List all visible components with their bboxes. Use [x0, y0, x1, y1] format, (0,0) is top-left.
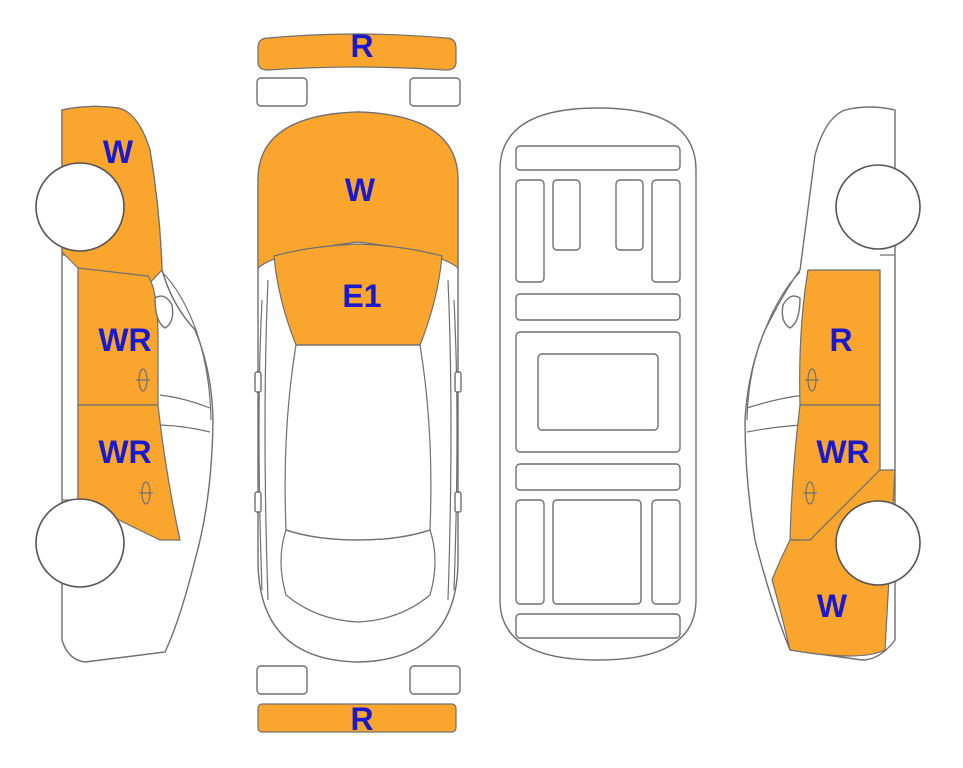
left-mirror: [154, 295, 174, 329]
rear-bumper-panel: [257, 703, 457, 733]
right-front-door-code: WR: [816, 434, 869, 470]
windshield-panel: [273, 243, 443, 346]
underbody-rear-crossmember: [515, 463, 681, 491]
hood-code: W: [345, 172, 376, 208]
underbody-engine-mount-right: [615, 179, 644, 251]
underbody-rear-rail-right: [651, 499, 681, 605]
left-rear-door-code: WR: [98, 434, 151, 470]
underbody-view: [499, 107, 697, 661]
right-front-wheel: [835, 500, 921, 586]
right-front-fender-code: W: [817, 588, 848, 624]
left-side-view: W WR WR: [35, 105, 214, 663]
windshield-code: E1: [342, 278, 381, 314]
left-side-beltline: [159, 394, 211, 433]
underbody-rear-rail-left: [515, 499, 545, 605]
rear-window-outline: [280, 529, 436, 623]
underbody-rear-panel: [515, 613, 681, 639]
right-mirror: [781, 295, 801, 329]
right-taillight: [409, 665, 461, 695]
underbody-front-rail-left: [515, 179, 545, 283]
front-bumper-panel: [257, 33, 457, 71]
rear-bumper-code: R: [350, 701, 373, 737]
right-rear-door-code: R: [829, 322, 852, 358]
underbody-floor-inner: [537, 353, 659, 431]
right-side-window-line: [746, 271, 801, 421]
underbody-front-rail-right: [651, 179, 681, 283]
left-front-door-code: WR: [98, 322, 151, 358]
left-headlight: [256, 77, 308, 107]
underbody-front-crossmember: [515, 145, 681, 171]
left-rear-wheel: [35, 498, 125, 588]
top-right-mirror: [454, 371, 462, 393]
front-bumper-code: R: [350, 28, 373, 64]
left-front-fender-code: W: [103, 134, 134, 170]
top-left-handle: [254, 491, 262, 513]
right-headlight: [409, 77, 461, 107]
underbody-rear-center: [552, 499, 642, 605]
left-side-window-line: [161, 271, 212, 421]
right-rear-wheel: [835, 164, 921, 250]
right-side-view: R WR W: [744, 106, 921, 661]
underbody-center-crossmember: [515, 293, 681, 321]
top-left-mirror: [254, 371, 262, 393]
top-left-side-line: [258, 279, 269, 601]
top-right-side-line: [447, 279, 458, 601]
top-right-handle: [454, 491, 462, 513]
underbody-engine-mount-left: [552, 179, 581, 251]
left-taillight: [256, 665, 308, 695]
left-front-wheel: [35, 162, 125, 252]
top-view: R W E1 R: [254, 28, 462, 737]
